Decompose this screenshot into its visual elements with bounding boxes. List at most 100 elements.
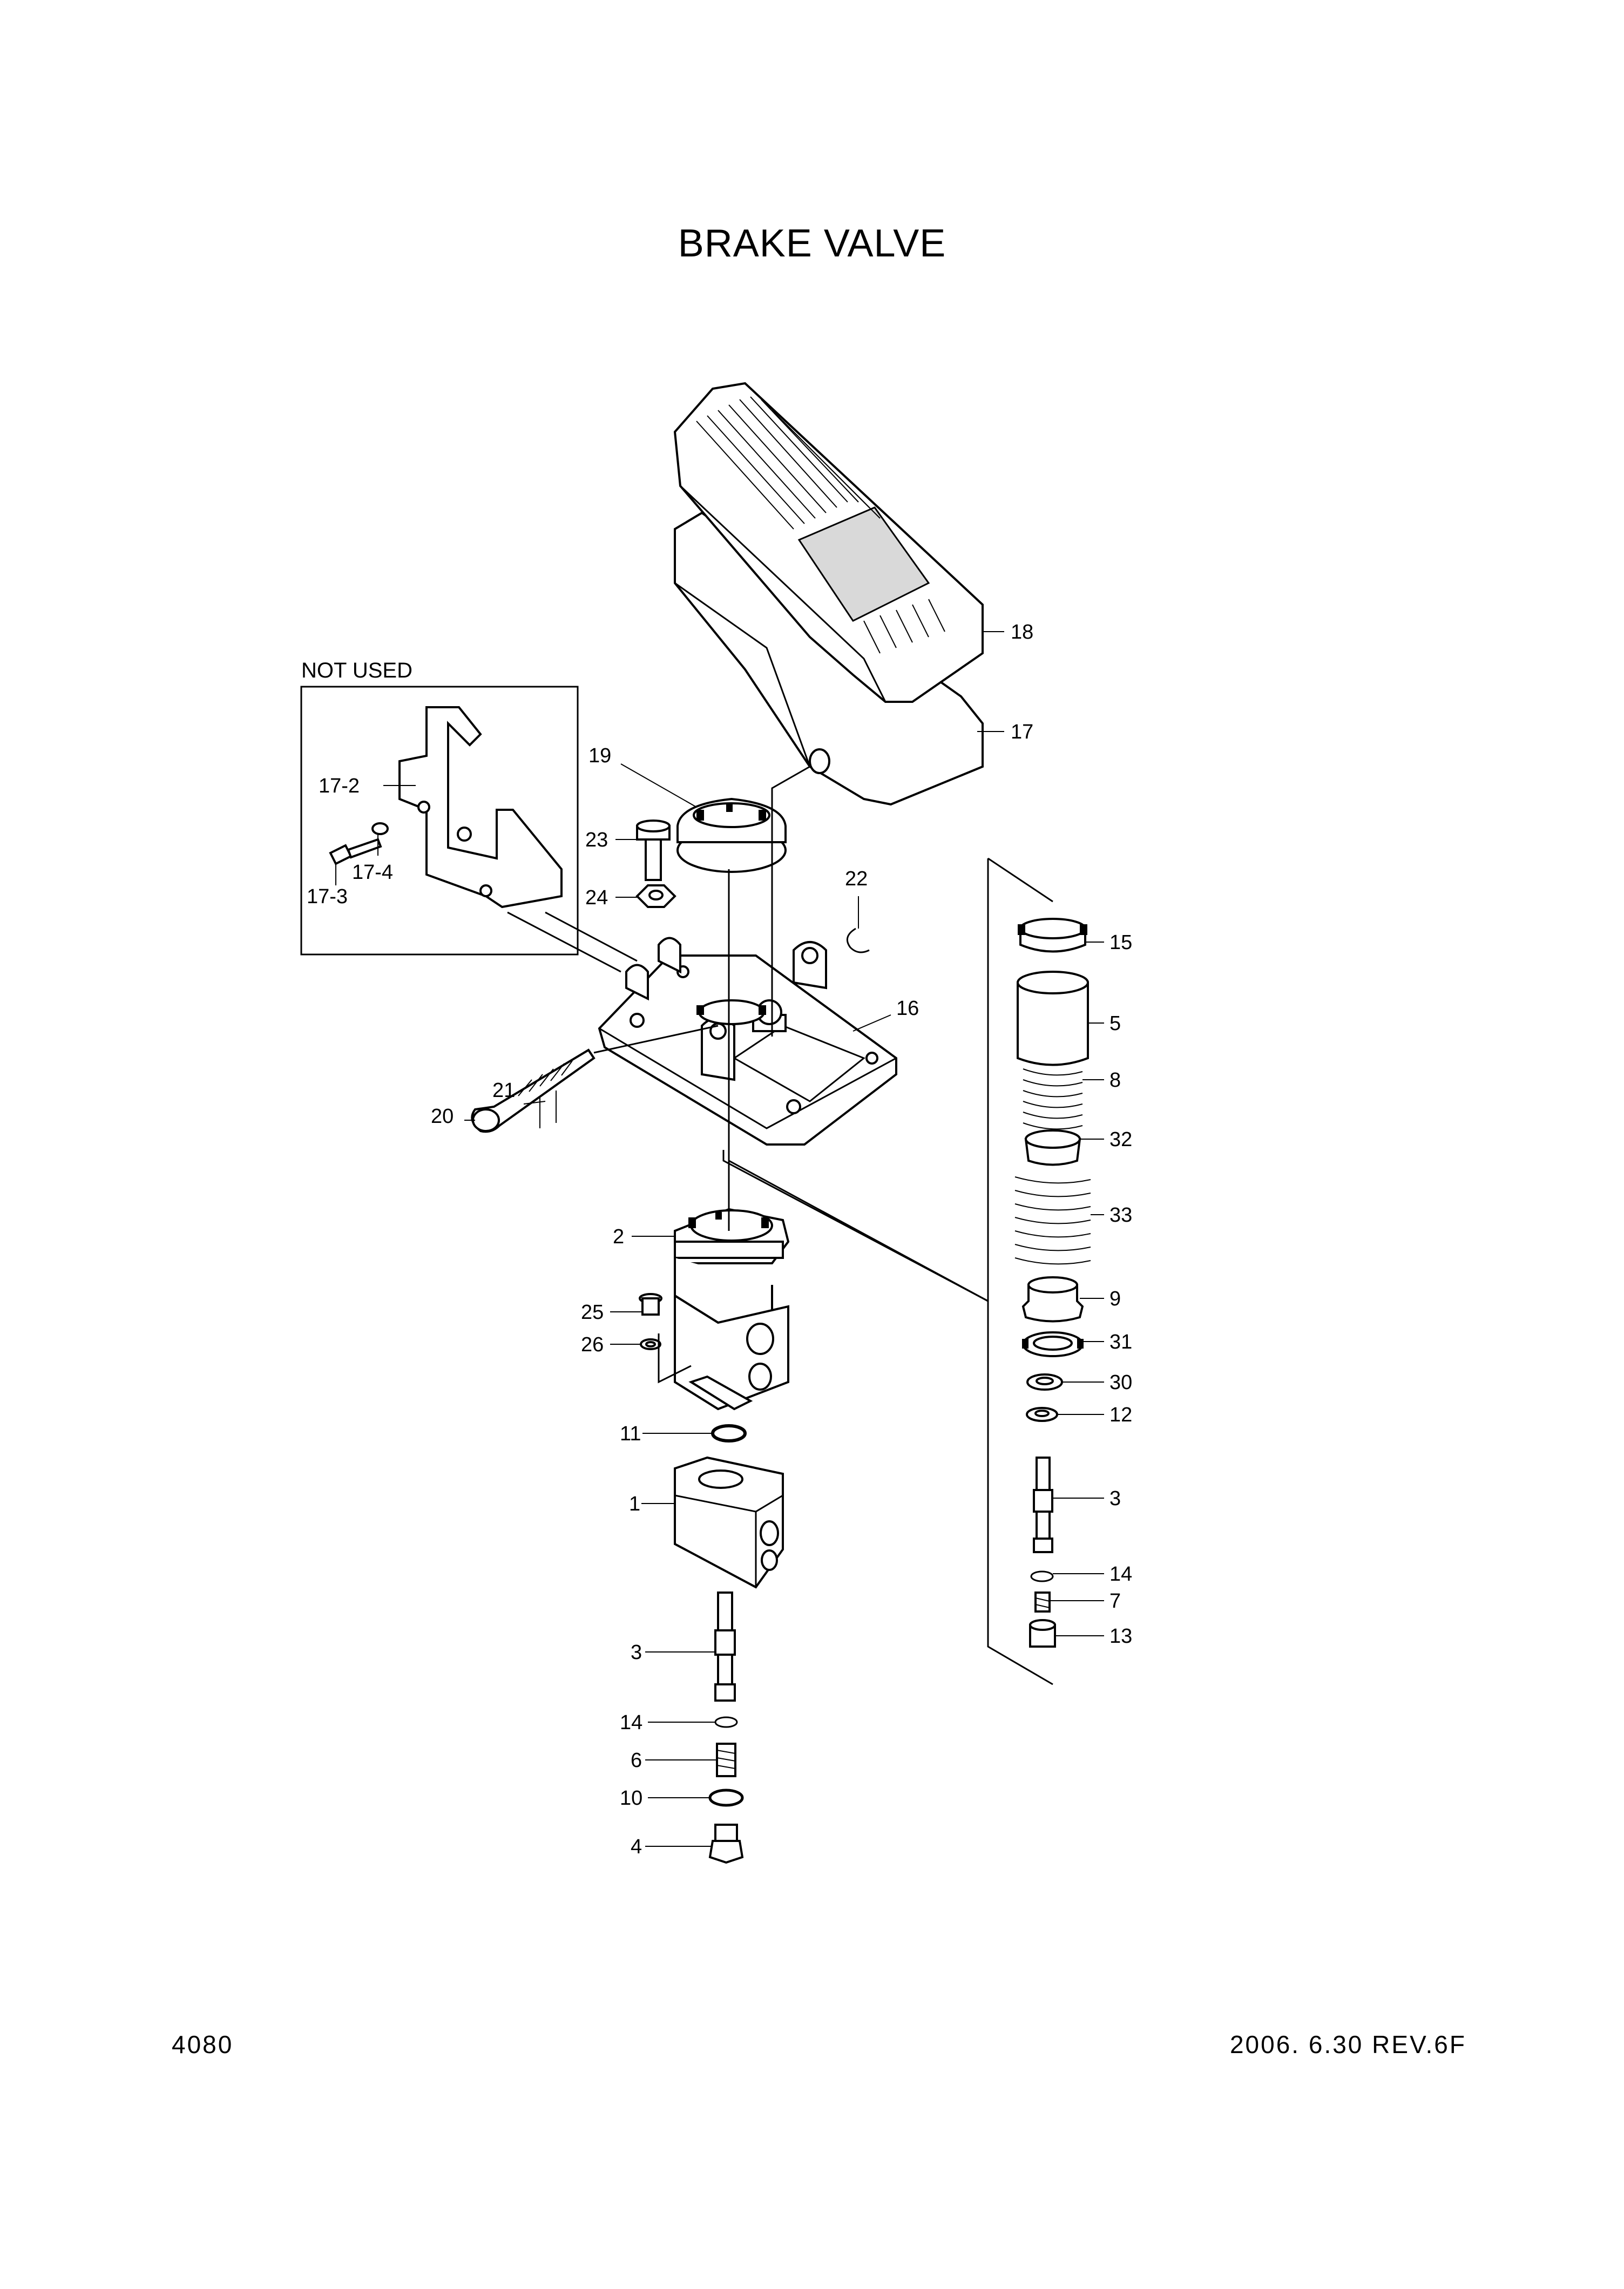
- svg-text:12: 12: [1109, 1404, 1132, 1426]
- callout-12: 12: [1057, 1404, 1132, 1426]
- clevis-right: [701, 941, 827, 1081]
- callout-16: 16: [852, 997, 919, 1032]
- clevis-left: [625, 937, 681, 1001]
- svg-text:14: 14: [620, 1711, 642, 1734]
- page-title: BRAKE VALVE: [678, 222, 946, 265]
- svg-text:18: 18: [1011, 621, 1033, 644]
- spring-part-33: [1014, 1176, 1091, 1265]
- svg-text:1: 1: [629, 1493, 640, 1515]
- callout-8: 8: [1082, 1069, 1121, 1092]
- svg-text:6: 6: [631, 1749, 642, 1772]
- svg-text:21: 21: [492, 1079, 515, 1102]
- callout-3-right: 3: [1052, 1487, 1121, 1510]
- svg-text:17-4: 17-4: [352, 861, 393, 884]
- svg-text:14: 14: [1109, 1563, 1132, 1586]
- bolt-part-25: [639, 1293, 662, 1316]
- svg-text:11: 11: [620, 1423, 641, 1445]
- spring-part-8: [1023, 1068, 1083, 1130]
- not-used-leader: [545, 911, 638, 962]
- body-part-2: [674, 1208, 790, 1411]
- not-used-leader-2: [507, 911, 621, 973]
- washer-part-12: [1026, 1407, 1058, 1422]
- page-number: 4080: [172, 2030, 234, 2058]
- bolt-25-leader: [658, 1333, 692, 1384]
- svg-text:30: 30: [1109, 1371, 1132, 1394]
- svg-text:32: 32: [1109, 1128, 1132, 1151]
- svg-text:4: 4: [631, 1836, 642, 1858]
- callout-14-lower: 14: [620, 1711, 715, 1734]
- svg-text:15: 15: [1109, 931, 1132, 954]
- boot-opening: [696, 999, 766, 1025]
- callout-17-4: 17-4: [352, 834, 393, 884]
- washer-part-26: [640, 1338, 661, 1350]
- callout-9: 9: [1080, 1288, 1121, 1310]
- washer-part-17-4: [371, 822, 389, 835]
- mounting-plate-part-16: [598, 954, 897, 1146]
- svg-text:3: 3: [1109, 1487, 1121, 1510]
- callout-20: 20: [431, 1105, 475, 1128]
- svg-text:24: 24: [585, 886, 608, 909]
- cap-part-13: [1029, 1619, 1056, 1648]
- svg-text:25: 25: [581, 1301, 604, 1324]
- backup-ring-part-14-lower: [714, 1716, 738, 1728]
- pin-leader: [593, 1025, 719, 1054]
- bolt-part-17-3: [329, 838, 382, 865]
- body-part-1: [674, 1456, 784, 1589]
- callout-5: 5: [1088, 1012, 1121, 1035]
- right-assy-leader-1: [722, 1150, 989, 1302]
- ring-part-31: [1022, 1331, 1084, 1357]
- callout-22: 22: [845, 868, 868, 929]
- callout-2: 2: [613, 1225, 675, 1248]
- spring-part-7: [1034, 1592, 1051, 1613]
- callout-26: 26: [581, 1333, 641, 1356]
- seat-part-9: [1021, 1276, 1084, 1323]
- callout-4: 4: [631, 1836, 713, 1858]
- svg-text:5: 5: [1109, 1012, 1121, 1035]
- callout-6: 6: [631, 1749, 717, 1772]
- svg-text:20: 20: [431, 1105, 454, 1128]
- svg-text:23: 23: [585, 829, 608, 851]
- svg-text:22: 22: [845, 868, 868, 890]
- svg-text:33: 33: [1109, 1204, 1132, 1227]
- callout-3-lower: 3: [631, 1641, 715, 1664]
- callout-10: 10: [620, 1787, 710, 1810]
- svg-text:16: 16: [896, 997, 919, 1020]
- revision-stamp: 2006. 6.30 REV.6F: [1229, 2030, 1466, 2058]
- callout-30: 30: [1062, 1371, 1132, 1394]
- svg-text:17-3: 17-3: [307, 885, 348, 908]
- svg-text:3: 3: [631, 1641, 642, 1664]
- svg-text:8: 8: [1109, 1069, 1121, 1092]
- bolt-part-23: [636, 820, 671, 881]
- svg-text:7: 7: [1109, 1590, 1121, 1613]
- callout-19: 19: [588, 744, 697, 808]
- seal-part-15: [1018, 918, 1087, 953]
- spring-part-6: [716, 1743, 736, 1777]
- washer-part-30: [1026, 1373, 1063, 1391]
- callout-17: 17: [977, 721, 1033, 743]
- svg-text:2: 2: [613, 1225, 624, 1248]
- plug-part-4: [708, 1824, 744, 1864]
- right-assy-leader-2: [728, 1160, 989, 1302]
- callout-7: 7: [1050, 1590, 1121, 1613]
- callout-18: 18: [983, 621, 1033, 644]
- callout-15: 15: [1085, 931, 1132, 954]
- callout-31: 31: [1082, 1331, 1132, 1353]
- backup-ring-part-14-right: [1030, 1570, 1054, 1582]
- retainer-part-32: [1024, 1129, 1081, 1166]
- svg-text:13: 13: [1109, 1625, 1132, 1648]
- callout-13: 13: [1055, 1625, 1132, 1648]
- pin-part-20: [471, 1048, 596, 1133]
- callout-17-3: 17-3: [307, 864, 348, 908]
- callout-25: 25: [581, 1301, 642, 1324]
- callout-21: 21: [492, 1079, 546, 1105]
- boot-part-19: [676, 797, 787, 873]
- pedal-to-plate-leader: [771, 766, 810, 1037]
- leader-right-top: [987, 857, 1053, 903]
- svg-text:19: 19: [588, 744, 611, 767]
- callout-14-right: 14: [1053, 1563, 1132, 1586]
- not-used-label: NOT USED: [301, 659, 412, 682]
- spring-part-21: [518, 1060, 573, 1128]
- nut-part-24: [635, 884, 676, 908]
- not-used-frame: [300, 686, 579, 956]
